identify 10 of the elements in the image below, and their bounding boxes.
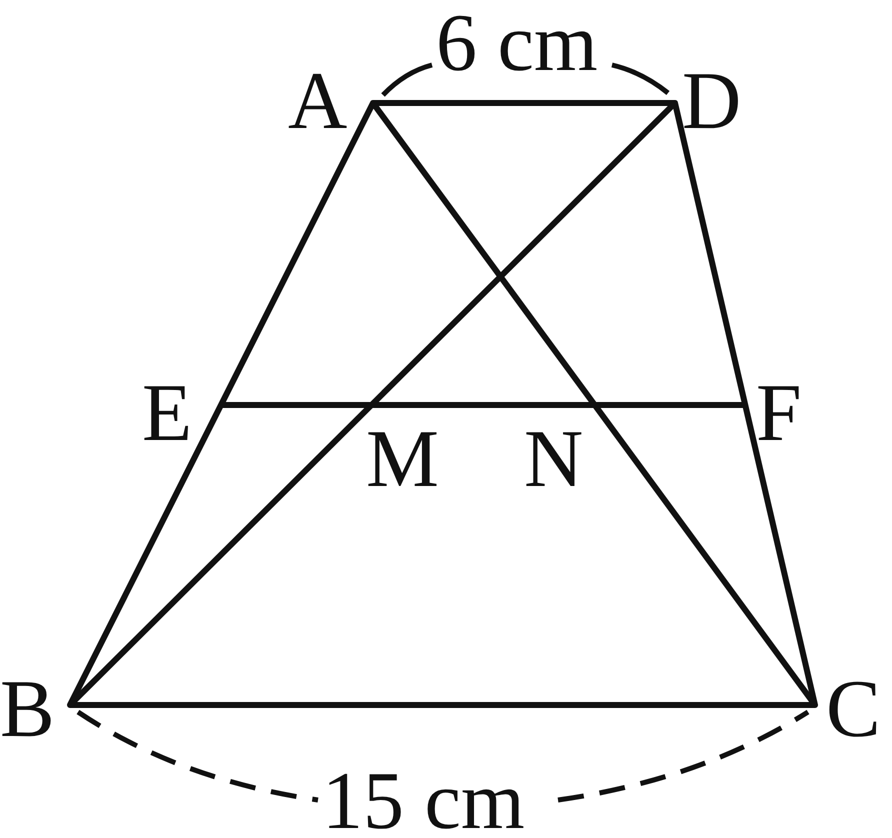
dimension-label: 15 cm <box>322 760 525 838</box>
point-label: M <box>366 418 439 500</box>
point-label: N <box>524 418 584 500</box>
point-label: C <box>826 668 881 750</box>
point-label: F <box>756 372 802 454</box>
dimension-label: 6 cm <box>436 2 598 84</box>
point-label: E <box>142 372 192 454</box>
point-label: A <box>288 60 348 142</box>
point-label: B <box>0 668 55 750</box>
point-label: D <box>682 60 742 142</box>
